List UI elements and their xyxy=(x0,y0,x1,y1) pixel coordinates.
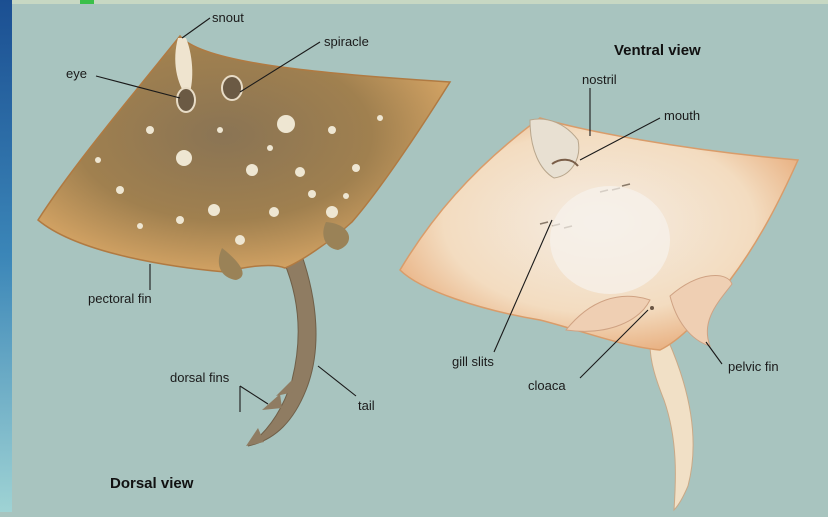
ventral-cloaca-dot xyxy=(650,306,654,310)
label-spiracle: spiracle xyxy=(324,34,369,49)
label-cloaca: cloaca xyxy=(528,378,566,393)
dorsal-eye-left xyxy=(177,88,195,112)
label-snout: snout xyxy=(212,10,244,25)
label-pectoral-fin: pectoral fin xyxy=(88,291,152,306)
ventral-belly-area xyxy=(550,186,670,294)
top-edge-strip xyxy=(12,0,828,4)
label-nostril: nostril xyxy=(582,72,617,87)
dorsal-eye-right xyxy=(222,76,242,100)
label-eye: eye xyxy=(66,66,87,81)
label-pelvic-fin: pelvic fin xyxy=(728,359,779,374)
top-green-marker xyxy=(80,0,94,4)
label-mouth: mouth xyxy=(664,108,700,123)
label-tail: tail xyxy=(358,398,375,413)
title-ventral-view: Ventral view xyxy=(614,42,701,59)
label-dorsal-fins: dorsal fins xyxy=(170,370,230,385)
label-gill-slits: gill slits xyxy=(452,354,494,369)
title-dorsal-view: Dorsal view xyxy=(110,475,194,492)
left-edge-strip xyxy=(0,0,12,512)
